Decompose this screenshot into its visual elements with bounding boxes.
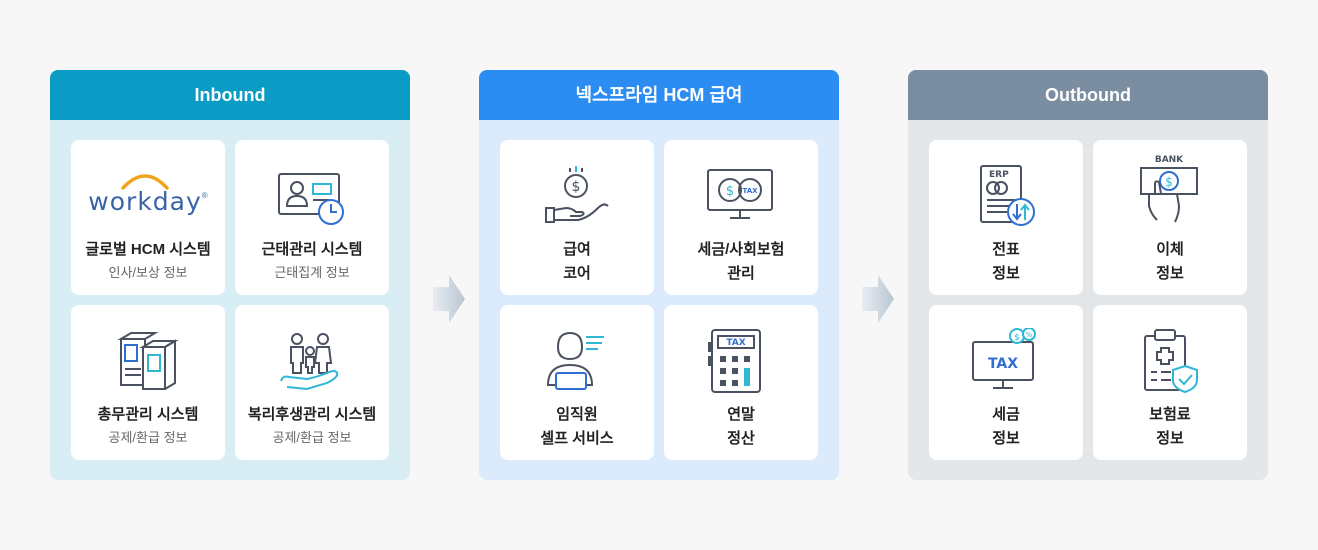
card-line1: 급여 [563, 241, 591, 258]
bank-transfer-icon: BANK $ [1093, 155, 1247, 224]
tax-calculator-icon: TAX [664, 327, 818, 395]
card-subtitle: 인사/보상 정보 [108, 265, 188, 280]
svg-text:$: $ [1014, 333, 1020, 343]
card-line2: 정보 [992, 430, 1020, 447]
outbound-body: ERP 전표 정보 BANK [908, 120, 1268, 480]
svg-text:$: $ [1165, 175, 1173, 189]
outbound-header: Outbound [908, 70, 1268, 120]
card-line1: 세금/사회보험 [697, 241, 785, 258]
card-title: 근태관리 시스템 [261, 241, 363, 258]
inbound-header: Inbound [50, 70, 410, 120]
employee-laptop-icon [500, 327, 654, 395]
voucher-card: ERP 전표 정보 [929, 140, 1083, 295]
hand-coin-icon: $ [500, 162, 654, 230]
nexprime-header: 넥스프라임 HCM 급여 [479, 70, 839, 120]
tax-label: TAX [726, 338, 745, 348]
documents-icon [71, 327, 225, 395]
card-title: 총무관리 시스템 [97, 406, 199, 423]
welfare-card: 복리후생관리 시스템 공제/환급 정보 [235, 305, 389, 460]
card-line1: 임직원 [556, 406, 598, 423]
year-end-settlement-card: TAX 연말 정산 [664, 305, 818, 460]
card-line1: 전표 [992, 241, 1020, 258]
transfer-card: BANK $ 이체 정보 [1093, 140, 1247, 295]
erp-label: ERP [989, 170, 1009, 180]
id-card-clock-icon [235, 162, 389, 230]
bank-label: BANK [1155, 155, 1184, 165]
general-affairs-card: 총무관리 시스템 공제/환급 정보 [71, 305, 225, 460]
flow-arrow-icon [433, 275, 465, 323]
card-line1: 연말 [727, 406, 755, 423]
svg-text:$: $ [726, 184, 734, 199]
erp-document-icon: ERP [929, 162, 1083, 230]
payroll-core-card: $ 급여 코어 [500, 140, 654, 295]
card-line1: 세금 [992, 406, 1020, 423]
insurance-clipboard-icon [1093, 327, 1247, 395]
card-line2: 정보 [1156, 430, 1184, 447]
outbound-panel: Outbound ERP 전표 정보 [908, 70, 1268, 480]
nexprime-panel: 넥스프라임 HCM 급여 $ 급여 코어 [479, 70, 839, 480]
tax-monitor-icon: TAX $ % [929, 327, 1083, 395]
tax-card: TAX $ % 세금 정보 [929, 305, 1083, 460]
svg-text:$: $ [572, 179, 581, 195]
card-line2: 관리 [727, 265, 755, 282]
inbound-body: workday® 글로벌 HCM 시스템 인사/보상 정보 근태관리 시스템 근… [50, 120, 410, 480]
tax-label: TAX [742, 187, 758, 195]
global-hcm-card: workday® 글로벌 HCM 시스템 인사/보상 정보 [71, 140, 225, 295]
inbound-panel: Inbound workday® 글로벌 HCM 시스템 인사/보상 정보 [50, 70, 410, 480]
tax-label: TAX [988, 356, 1018, 372]
flow-arrow-icon [862, 275, 894, 323]
card-line2: 코어 [563, 265, 591, 282]
card-line2: 정보 [992, 265, 1020, 282]
card-line2: 정보 [1156, 265, 1184, 282]
card-line2: 정산 [727, 430, 755, 447]
card-subtitle: 공제/환급 정보 [272, 430, 352, 445]
card-subtitle: 근태집계 정보 [274, 265, 350, 280]
card-subtitle: 공제/환급 정보 [108, 430, 188, 445]
family-hand-icon [235, 327, 389, 395]
insurance-card: 보험료 정보 [1093, 305, 1247, 460]
monitor-tax-icon: $ TAX [664, 162, 818, 230]
employee-self-service-card: 임직원 셀프 서비스 [500, 305, 654, 460]
card-line1: 이체 [1156, 241, 1184, 258]
tax-insurance-card: $ TAX 세금/사회보험 관리 [664, 140, 818, 295]
card-title: 복리후생관리 시스템 [247, 406, 377, 423]
svg-text:%: % [1026, 331, 1033, 339]
workday-logo-text: workday [88, 186, 202, 216]
card-line1: 보험료 [1149, 406, 1191, 423]
workday-logo: workday® [71, 166, 225, 216]
attendance-card: 근태관리 시스템 근태집계 정보 [235, 140, 389, 295]
nexprime-body: $ 급여 코어 $ TAX 세금/사회보험 [479, 120, 839, 480]
card-line2: 셀프 서비스 [540, 430, 614, 447]
card-title: 글로벌 HCM 시스템 [85, 241, 211, 258]
